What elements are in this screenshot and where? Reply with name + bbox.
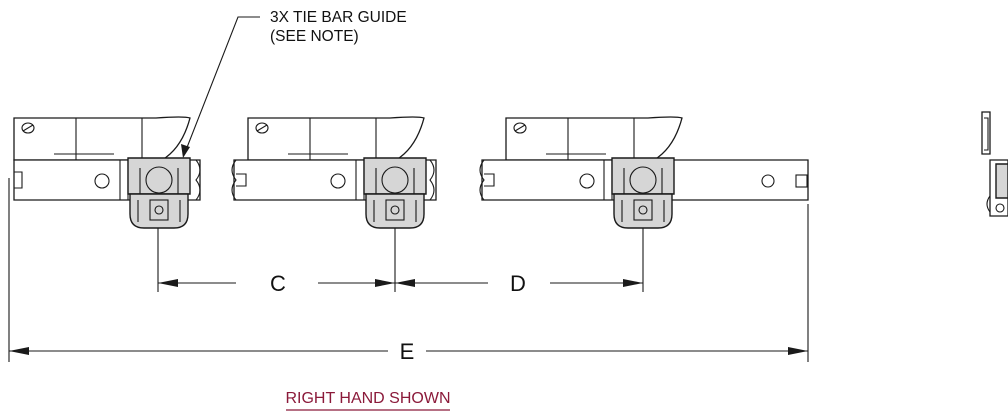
- dimension-label-e: E: [400, 339, 415, 364]
- callout-leader: [181, 16, 260, 158]
- dimension-label-c: C: [270, 271, 286, 296]
- dimension-c: [157, 228, 396, 292]
- tie-bar-guide-2: [363, 157, 427, 229]
- caption-right-hand-shown: RIGHT HAND SHOWN: [285, 390, 450, 407]
- dimension-e: [9, 347, 808, 355]
- dimension-d: [395, 228, 644, 292]
- tie-bar-guide-1: [127, 157, 191, 229]
- callout-label-line2: (SEE NOTE): [270, 28, 359, 45]
- callout-label-line1: 3X TIE BAR GUIDE: [270, 9, 407, 26]
- side-view: [981, 111, 1008, 217]
- dimension-label-d: D: [510, 271, 526, 296]
- tie-bar-guide-3: [611, 157, 675, 229]
